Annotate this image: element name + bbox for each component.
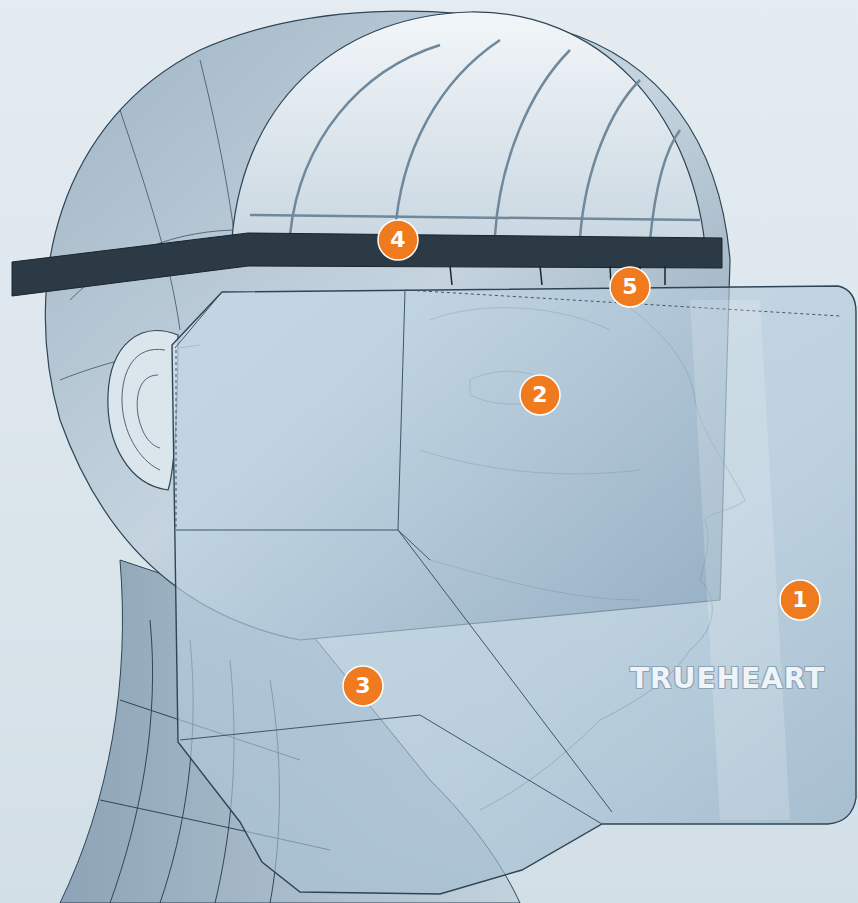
crown-frame: [232, 12, 705, 245]
callout-number: 2: [520, 375, 560, 415]
visor-fold-lines: [175, 290, 840, 824]
visor-highlight: [690, 300, 790, 820]
ear-detail: [122, 349, 165, 470]
callout-number: 3: [343, 666, 383, 706]
callout-number: 1: [780, 580, 820, 620]
crown-ribs: [250, 40, 700, 240]
callout-number: 5: [610, 267, 650, 307]
callout-number: 4: [378, 220, 418, 260]
brand-logo: TRUEHEART: [630, 662, 825, 695]
visor: [172, 286, 856, 894]
callout-circles: [343, 220, 820, 706]
ear: [108, 331, 178, 490]
